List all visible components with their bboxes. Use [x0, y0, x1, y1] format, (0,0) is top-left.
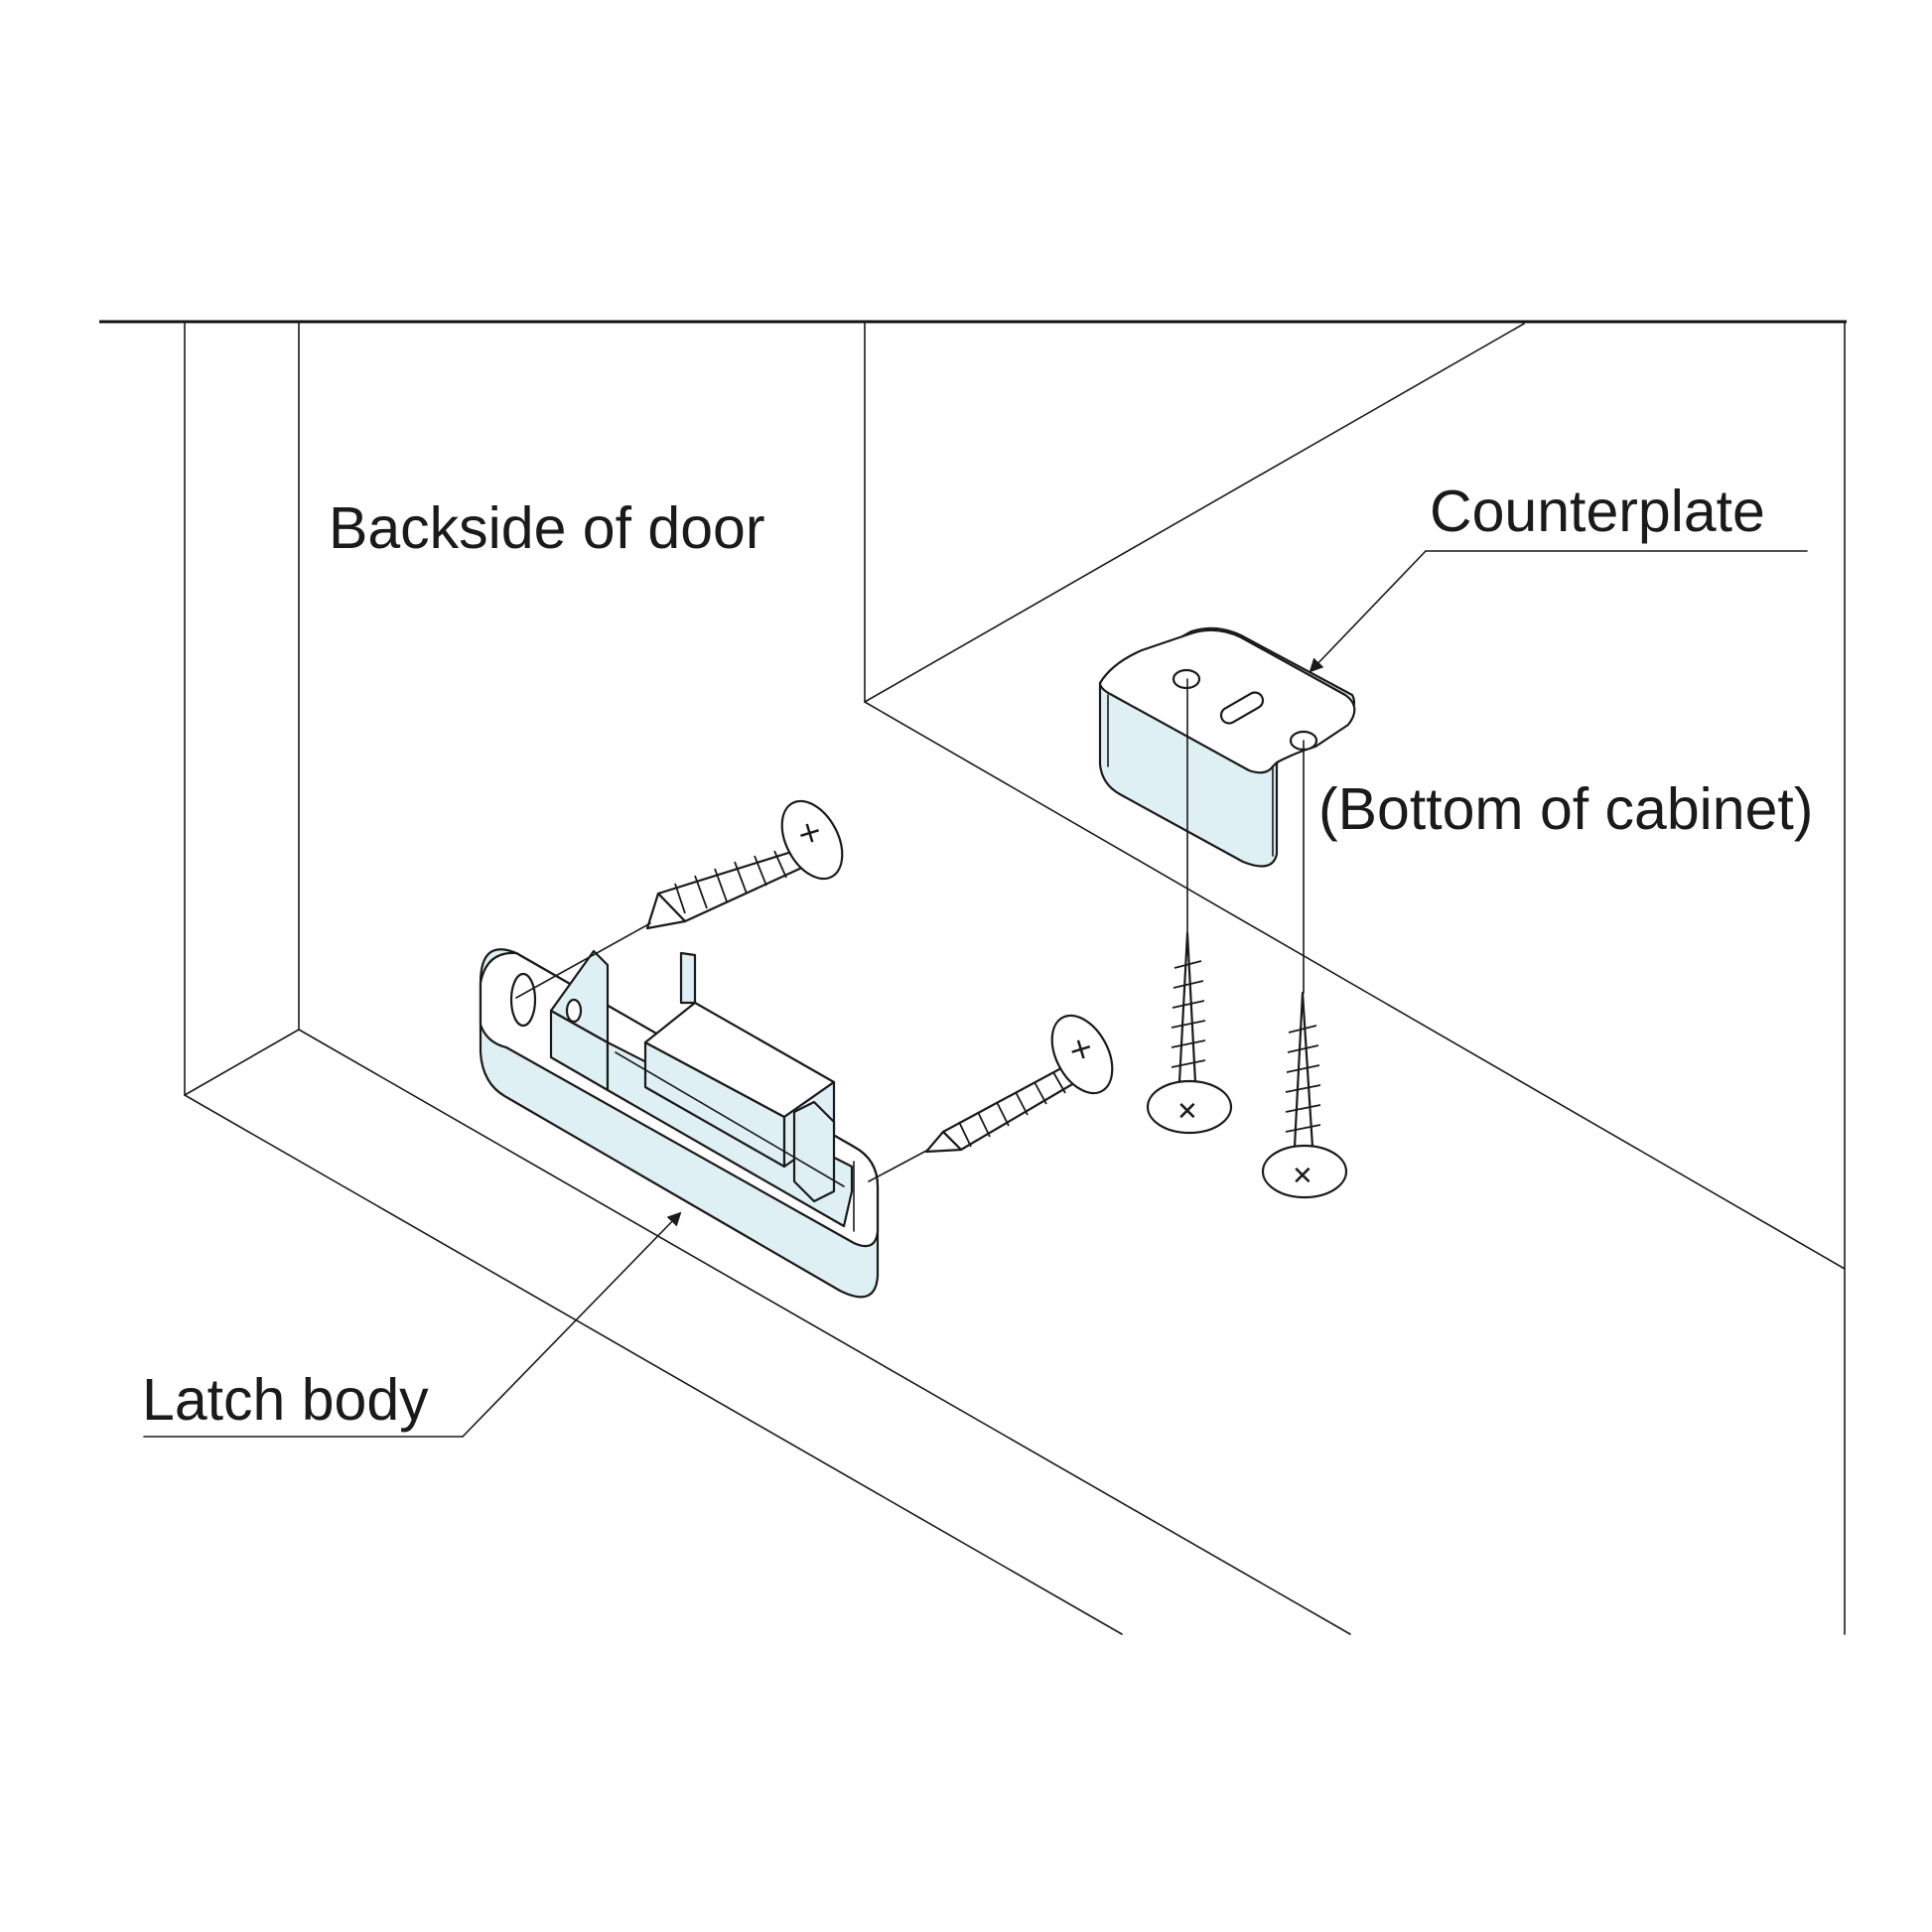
latch-body-part — [479, 948, 880, 1299]
counterplate-leader — [1309, 550, 1808, 673]
counterplate-part — [1098, 626, 1356, 868]
label-backside-of-door: Backside of door — [329, 495, 764, 561]
label-counterplate: Counterplate — [1430, 479, 1765, 544]
alignment-lines — [515, 678, 1305, 1182]
svg-text:✕: ✕ — [1292, 1161, 1313, 1190]
label-latch-body: Latch body — [142, 1367, 429, 1433]
latch-screw-upper: ✕ — [645, 799, 844, 930]
label-bottom-of-cabinet: (Bottom of cabinet) — [1318, 776, 1813, 842]
counterplate-screw-left: ✕ — [1146, 931, 1233, 1135]
counterplate-screw-right: ✕ — [1261, 991, 1348, 1199]
cabinet-frame — [99, 320, 1847, 1635]
latch-body-leader — [143, 1211, 682, 1438]
svg-text:✕: ✕ — [1176, 1096, 1198, 1126]
latch-screw-lower: ✕ — [924, 1014, 1114, 1154]
